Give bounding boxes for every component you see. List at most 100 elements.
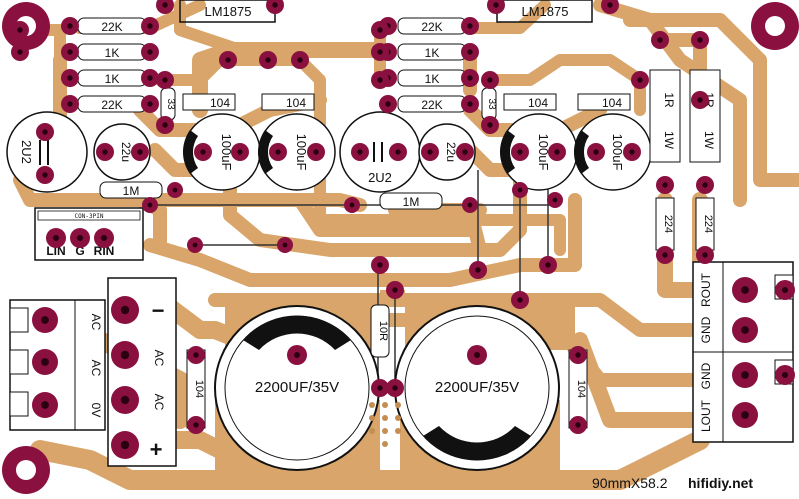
pad-hole	[193, 352, 199, 358]
res-1m: 1M 1M	[99, 181, 443, 210]
cap-224-label: 224	[662, 215, 674, 233]
mounting-hole	[751, 2, 799, 50]
cap-22u-label: 22u	[444, 142, 458, 162]
res-1k-label: 1K	[105, 46, 120, 60]
pad-hole	[172, 187, 178, 193]
input-pin-label: LIN	[46, 244, 65, 258]
output-pin-label: GND	[699, 316, 713, 343]
pad-hole	[741, 411, 749, 419]
pad-hole	[467, 101, 473, 107]
pad-hole	[101, 235, 107, 241]
pad-hole	[147, 75, 153, 81]
res-22k-label: 22K	[101, 20, 122, 34]
pad-hole	[377, 49, 383, 55]
mounting-hole	[2, 446, 50, 494]
pad-hole	[575, 422, 581, 428]
pad-hole	[42, 172, 48, 178]
pad-hole	[120, 395, 130, 405]
power-pin-label: 0V	[89, 403, 103, 418]
pad-hole	[120, 305, 130, 315]
caps-22u: 22u 22u	[93, 123, 476, 181]
res-1r-label: 1R	[662, 92, 676, 108]
pad-hole	[17, 27, 23, 33]
res-1k-label: 1K	[425, 72, 440, 86]
pad-hole	[782, 287, 788, 293]
pad-hole	[77, 235, 83, 241]
pad-hole	[392, 287, 398, 293]
pad-hole	[67, 23, 73, 29]
input-pin-label: RIN	[94, 244, 115, 258]
pad-hole	[575, 352, 581, 358]
pad-hole	[554, 149, 560, 155]
pad-hole	[427, 149, 433, 155]
pad-hole	[475, 267, 481, 273]
res-1w-label: 1W	[662, 131, 676, 150]
cap-100uf-label: 100uF	[219, 134, 234, 171]
caps-104-top: 104 104 104 104	[182, 93, 631, 111]
res-22k-label: 22K	[421, 20, 442, 34]
via-cluster	[369, 402, 401, 447]
pad-hole	[357, 149, 363, 155]
pad-hole	[637, 77, 643, 83]
cap-100uf-label: 100uF	[294, 134, 309, 171]
caps-2u2: 2U2 2U2	[6, 111, 421, 193]
cap-2200-label: 2200UF/35V	[255, 379, 339, 396]
caps-2200uf: 2200UF/35V 2200UF/35V	[214, 305, 560, 471]
cap-2u2-label: 2U2	[368, 170, 392, 185]
res-22k-label: 22K	[101, 98, 122, 112]
cap-104-label: 104	[193, 380, 205, 398]
pad-hole	[120, 350, 130, 360]
pad-hole	[741, 286, 749, 294]
cap-100uf-label: 100uF	[536, 134, 551, 171]
res-1k-label: 1K	[425, 46, 440, 60]
pad-hole	[192, 242, 198, 248]
pad-hole	[607, 2, 613, 8]
pad-hole	[385, 101, 391, 107]
power-pin-label: AC	[89, 314, 103, 331]
pad-hole	[162, 2, 168, 8]
pad-hole	[102, 149, 108, 155]
pad-hole	[225, 57, 231, 63]
pad-hole	[41, 401, 49, 409]
pad-hole	[392, 385, 398, 391]
pad-hole	[282, 242, 288, 248]
pad-hole	[395, 149, 401, 155]
ic-left-label: LM1875	[205, 4, 252, 19]
pad-hole	[67, 101, 73, 107]
output-pin-label: GND	[699, 362, 713, 389]
pad-hole	[137, 149, 143, 155]
pad-hole	[147, 202, 153, 208]
pad-hole	[42, 129, 48, 135]
ic-right: LM1875	[496, 0, 593, 23]
pad-hole	[147, 49, 153, 55]
pad-hole	[349, 202, 355, 208]
pad-hole	[474, 352, 480, 358]
pad-hole	[193, 422, 199, 428]
pad-hole	[313, 149, 319, 155]
pad-hole	[294, 352, 300, 358]
cap-2200-label: 2200UF/35V	[435, 379, 519, 396]
pad-hole	[517, 187, 523, 193]
res-1w-label: 1W	[702, 131, 716, 150]
cap-2u2-label: 2U2	[19, 140, 34, 164]
pad-hole	[53, 235, 59, 241]
res-1k-label: 1K	[105, 72, 120, 86]
pad-hole	[552, 197, 558, 203]
pad-hole	[377, 262, 383, 268]
caps-100uf: 100uF 100uF 100uF 100uF	[182, 113, 652, 191]
pad-hole	[741, 371, 749, 379]
pad-hole	[467, 49, 473, 55]
cap-224-label: 224	[702, 215, 714, 233]
pad-hole	[297, 57, 303, 63]
res-33-label: 33	[165, 98, 176, 110]
pad-hole	[593, 149, 599, 155]
ic-right-label: LM1875	[522, 4, 569, 19]
res-1m-label: 1M	[403, 195, 420, 209]
pad-hole	[200, 149, 206, 155]
pad-hole	[702, 252, 708, 258]
pad-hole	[782, 372, 788, 378]
power-pin-label: AC	[89, 360, 103, 377]
cap-22u-label: 22u	[119, 142, 133, 162]
pad-hole	[162, 122, 168, 128]
